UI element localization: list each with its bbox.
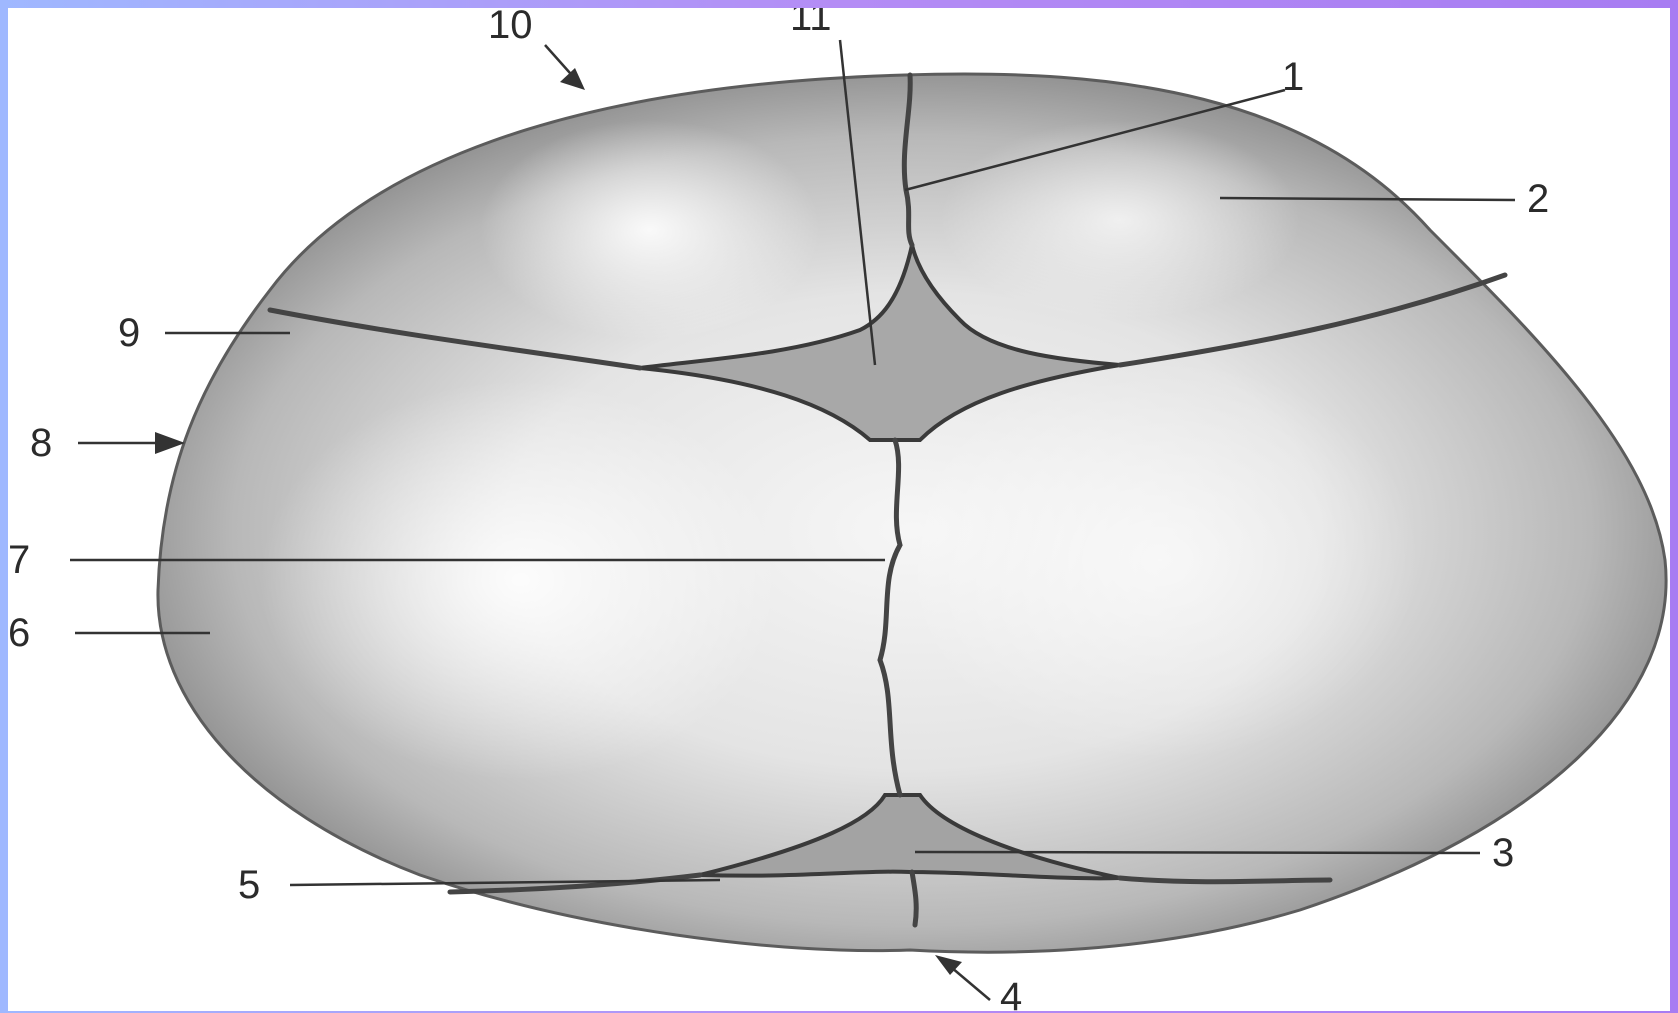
arrowhead-10 [560, 68, 585, 90]
label-7: 7 [8, 538, 30, 582]
label-2: 2 [1527, 177, 1549, 221]
leader-3 [915, 852, 1480, 853]
label-11: 11 [790, 8, 832, 39]
highlight-parietal-right [900, 360, 1420, 760]
highlight-parietal-left [260, 380, 780, 780]
skull-diagram: 1 2 3 4 5 6 7 8 9 10 11 [8, 8, 1670, 1011]
label-9: 9 [118, 311, 140, 355]
label-4: 4 [1000, 975, 1022, 1011]
label-8: 8 [30, 421, 52, 465]
label-10: 10 [488, 8, 533, 47]
highlight-frontal-left [480, 120, 820, 340]
label-5: 5 [238, 863, 260, 907]
label-1: 1 [1282, 55, 1304, 99]
figure-frame: 1 2 3 4 5 6 7 8 9 10 11 [8, 8, 1670, 1011]
label-3: 3 [1492, 831, 1514, 875]
label-6: 6 [8, 611, 30, 655]
highlight-frontal-right [940, 120, 1300, 320]
